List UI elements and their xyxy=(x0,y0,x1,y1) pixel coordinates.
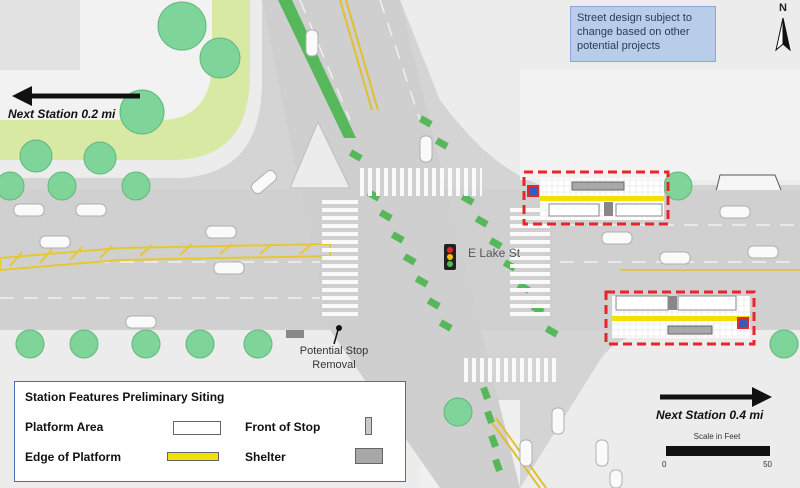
legend-edge-of-platform-swatch xyxy=(167,452,219,461)
building-nw xyxy=(0,0,80,70)
potential-stop-removal-label: Potential Stop Removal xyxy=(292,344,376,372)
north-label: N xyxy=(779,2,787,14)
legend-edge-of-platform-label: Edge of Platform xyxy=(25,450,122,464)
legend-platform-area-swatch xyxy=(173,421,221,435)
station-southeast xyxy=(604,290,756,346)
legend-front-of-stop-swatch xyxy=(365,417,372,435)
scale-max-label: 50 xyxy=(763,460,772,469)
legend-platform-area-label: Platform Area xyxy=(25,420,104,434)
scale-bar-graphic xyxy=(666,446,770,456)
arrow-left-icon xyxy=(12,86,140,106)
station-northeast xyxy=(522,170,670,226)
removal-marker xyxy=(286,325,342,345)
note-line-3: potential projects xyxy=(577,40,661,52)
arrow-right-icon xyxy=(660,387,772,407)
scale-min-label: 0 xyxy=(662,460,667,469)
next-station-east-label: Next Station 0.4 mi xyxy=(656,408,764,422)
road-north-south xyxy=(262,0,520,488)
legend-title: Station Features Preliminary Siting xyxy=(25,390,225,404)
legend-shelter-label: Shelter xyxy=(245,450,286,464)
street-name-label: E Lake St xyxy=(468,246,521,260)
design-note-box: Street design subject to change based on… xyxy=(570,6,716,62)
north-arrow-icon xyxy=(775,17,791,52)
trees xyxy=(0,1,799,427)
legend-shelter-swatch xyxy=(355,448,383,464)
note-line-1: Street design subject to xyxy=(577,12,692,24)
crosswalks xyxy=(322,168,556,382)
traffic-island xyxy=(289,120,351,189)
vehicles xyxy=(13,29,779,488)
removal-line-2: Removal xyxy=(312,359,356,371)
scale-title: Scale in Feet xyxy=(693,432,741,441)
legend: Station Features Preliminary Siting Plat… xyxy=(14,381,406,482)
legend-front-of-stop-label: Front of Stop xyxy=(245,420,321,434)
traffic-signal-icon xyxy=(444,244,456,270)
north-indicator: N xyxy=(768,2,798,60)
scale-bar: Scale in Feet 0 50 xyxy=(662,432,772,472)
removal-line-1: Potential Stop xyxy=(299,345,369,357)
note-line-2: change based on other xyxy=(577,26,690,38)
next-station-west-label: Next Station 0.2 mi xyxy=(8,107,116,121)
bike-lane-north xyxy=(278,0,356,138)
lot-ne xyxy=(520,70,800,180)
